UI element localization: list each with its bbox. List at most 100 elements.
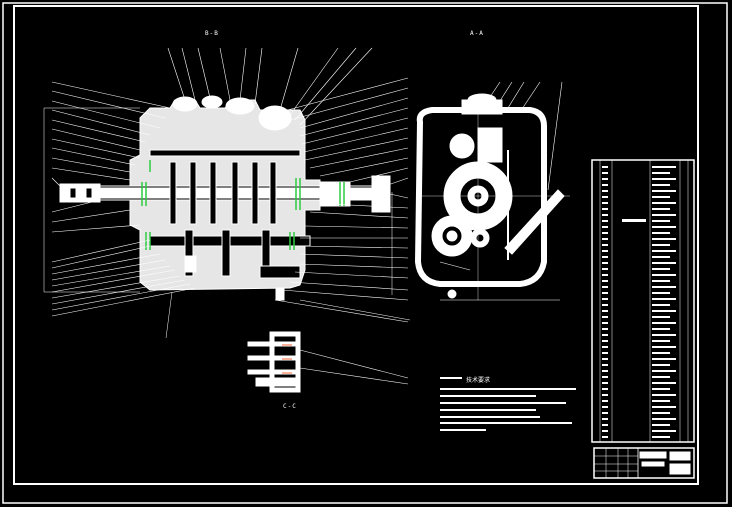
parts-list-row-mark — [602, 220, 608, 222]
parts-list-row-mark — [652, 238, 676, 240]
parts-list-row-mark — [602, 310, 608, 312]
parts-list-row-mark — [652, 292, 670, 294]
parts-list-row-mark — [602, 172, 608, 174]
parts-list-row-mark — [602, 382, 608, 384]
section-label-b-b: B-B — [205, 30, 219, 37]
parts-list-row-mark — [652, 352, 670, 354]
parts-list-row-mark — [652, 244, 670, 246]
parts-list-row-mark — [602, 364, 608, 366]
parts-list-row-mark — [602, 184, 608, 186]
parts-list-row-mark — [602, 178, 608, 180]
parts-list-row-mark — [602, 334, 608, 336]
parts-list-row-mark — [602, 370, 608, 372]
parts-list-row-mark — [602, 376, 608, 378]
parts-list-row-mark — [602, 280, 608, 282]
parts-list-row-mark — [652, 184, 670, 186]
parts-list-row-mark — [652, 418, 676, 420]
parts-list-row-mark — [652, 322, 676, 324]
parts-list-row-mark — [652, 412, 670, 414]
parts-list-row-mark — [652, 274, 676, 276]
parts-list-row-mark — [602, 412, 608, 414]
parts-list-row-mark — [652, 346, 676, 348]
parts-list-row-mark — [652, 394, 676, 396]
parts-list-row-mark — [652, 232, 670, 234]
parts-list-row-mark — [652, 436, 670, 438]
dimension-lines — [43, 107, 411, 339]
main-section-view — [59, 95, 391, 301]
parts-list-highlight — [622, 219, 646, 222]
detail-view-c — [247, 331, 409, 393]
parts-list-row-mark — [652, 340, 670, 342]
parts-list-row-mark — [652, 196, 670, 198]
parts-list-row-mark — [602, 202, 608, 204]
parts-list-row-mark — [602, 214, 608, 216]
parts-list-row-mark — [652, 280, 670, 282]
parts-list-row-mark — [602, 328, 608, 330]
bearing-markers — [141, 160, 345, 250]
parts-list-row-mark — [652, 358, 676, 360]
parts-list-row-mark — [602, 406, 608, 408]
parts-list-row-mark — [602, 298, 608, 300]
parts-list-row-mark — [602, 316, 608, 318]
parts-list-row-mark — [652, 250, 676, 252]
parts-list-row-mark — [602, 268, 608, 270]
parts-list-row-mark — [652, 334, 676, 336]
parts-list-row-mark — [602, 322, 608, 324]
parts-list-table — [591, 159, 695, 443]
parts-list-row-mark — [652, 286, 676, 288]
parts-list-row-mark — [652, 370, 676, 372]
parts-list-rows — [602, 166, 676, 438]
side-section-view — [414, 81, 570, 301]
parts-list-row-mark — [652, 364, 670, 366]
parts-list-row-mark — [652, 268, 670, 270]
parts-list-row-mark — [652, 226, 676, 228]
parts-list-row-mark — [652, 304, 670, 306]
parts-list-row-mark — [652, 388, 670, 390]
parts-list-row-mark — [652, 316, 670, 318]
parts-list-row-mark — [602, 208, 608, 210]
title-block — [593, 447, 695, 479]
parts-list-row-mark — [602, 430, 608, 432]
parts-list-row-mark — [652, 208, 670, 210]
parts-list-row-mark — [602, 250, 608, 252]
parts-list-row-mark — [602, 400, 608, 402]
parts-list-row-mark — [652, 406, 676, 408]
technical-notes — [440, 377, 576, 431]
parts-list-row-mark — [602, 232, 608, 234]
parts-list-row-mark — [652, 220, 670, 222]
parts-list-row-mark — [602, 358, 608, 360]
parts-list-row-mark — [652, 424, 670, 426]
parts-list-row-mark — [602, 262, 608, 264]
parts-list-row-mark — [602, 352, 608, 354]
parts-list-row-mark — [602, 274, 608, 276]
parts-list-row-mark — [652, 202, 676, 204]
parts-list-row-mark — [652, 178, 676, 180]
parts-list-row-mark — [602, 166, 608, 168]
parts-list-row-mark — [652, 376, 670, 378]
parts-list-row-mark — [652, 400, 670, 402]
parts-list-row-mark — [652, 172, 670, 174]
parts-list-row-mark — [602, 346, 608, 348]
leader-lines-top — [167, 47, 373, 126]
parts-list-row-mark — [602, 394, 608, 396]
parts-list-row-mark — [602, 292, 608, 294]
parts-list-row-mark — [602, 424, 608, 426]
parts-list-row-mark — [602, 238, 608, 240]
technical-requirements-title: 技术要求 — [466, 377, 491, 384]
parts-list-row-mark — [602, 256, 608, 258]
section-label-a-a: A-A — [470, 30, 484, 37]
parts-list-row-mark — [652, 430, 676, 432]
parts-list-row-mark — [602, 388, 608, 390]
parts-list-row-mark — [652, 298, 676, 300]
leader-lines-left — [51, 81, 196, 317]
parts-list-row-mark — [602, 304, 608, 306]
parts-list-row-mark — [652, 310, 676, 312]
parts-list-row-mark — [652, 382, 676, 384]
parts-list-row-mark — [652, 166, 676, 168]
parts-list-row-mark — [602, 418, 608, 420]
parts-list-row-mark — [602, 340, 608, 342]
parts-list-row-mark — [652, 256, 670, 258]
parts-list-row-mark — [602, 244, 608, 246]
inner-frame-border — [13, 5, 699, 485]
